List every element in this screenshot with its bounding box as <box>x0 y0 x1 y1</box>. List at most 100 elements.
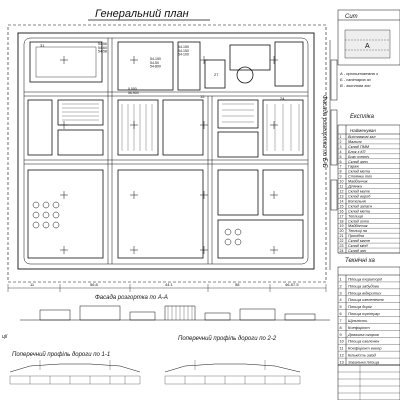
tech-row-label: Площа озеленення <box>348 297 385 302</box>
dim-0: 11 <box>30 282 35 287</box>
explication-row-label: Гараж <box>348 165 359 169</box>
explication-row-number: 18 <box>340 219 344 223</box>
tech-row-label: Площа території <box>348 276 383 281</box>
dimension-line <box>7 284 327 292</box>
fence <box>17 32 315 270</box>
explication-row-label: Майданчик <box>348 180 368 184</box>
tech-row-label: Коефіцієнт викор <box>348 346 382 351</box>
explication-row-number: 10 <box>340 180 344 184</box>
tech-row-label: Довжина огорож <box>347 332 379 337</box>
dim-2: 44.1 <box>165 282 174 287</box>
tech-row-number: 5 <box>340 305 342 309</box>
explication-row-number: 16 <box>340 209 344 213</box>
hatching <box>62 103 300 151</box>
tech-row-number: 3 <box>340 291 342 295</box>
tech-row-label: Площа забудови <box>348 283 380 288</box>
site-boundary <box>7 24 327 283</box>
explication-row-number: 3 <box>340 145 342 149</box>
explication-header: Найменуван <box>350 127 376 133</box>
explication-row-number: 15 <box>340 204 344 208</box>
road-profile-1-label: Поперечний профіль дороги по 1-1 <box>12 351 110 358</box>
explication-row-label: Ділянка <box>347 185 362 189</box>
road-profile-2-label: Поперечний профіль дороги по 2-2 <box>178 335 277 342</box>
explication-row-number: 17 <box>340 214 344 218</box>
explication-row-number: 1 <box>340 135 342 139</box>
label-b1: 31 <box>40 43 45 48</box>
tech-row-label: Площа озеленен <box>348 339 380 344</box>
tech-row-label: Кількість заїзд <box>348 353 377 358</box>
explication-row-number: 2 <box>340 140 342 144</box>
explication-row-label: Склад запасн <box>348 204 373 208</box>
tech-title: Технічні ха <box>345 258 376 264</box>
explication-row-label: Склад зап <box>348 249 367 253</box>
explication-row-label: Майданчик <box>348 224 368 228</box>
tech-row-number: 2 <box>340 284 342 288</box>
facade-bb-label: Фасада розгортка по Б-Б <box>321 95 327 168</box>
explication-row-label: Виставкові зал <box>348 135 376 139</box>
tech-row-number: 13 <box>340 361 344 365</box>
explication-row-number: 9 <box>340 175 342 179</box>
explication-row-number: 24 <box>340 249 344 253</box>
dim-3: 58 <box>235 282 240 287</box>
explication-row-label: Бокс техніч <box>348 155 369 159</box>
legend-item-2: В - житлова зон <box>340 83 371 88</box>
explication-row-label: Склад мета <box>348 170 370 174</box>
explication-row-label: Стоянки тех <box>348 175 373 179</box>
explication-row-number: 21 <box>340 234 344 238</box>
tree-dots <box>32 201 242 246</box>
explication-row-number: 11 <box>340 185 344 189</box>
tech-row-number: 9 <box>340 333 342 337</box>
explication-row-number: 5 <box>340 155 342 159</box>
situation-letter: А <box>365 43 370 50</box>
legend-item-0: А - протипожежна з <box>339 71 378 76</box>
plan-title: Генеральний план <box>95 8 189 20</box>
explication-row-label: Теплиці на <box>348 229 367 233</box>
dim-1: 56.8 <box>90 282 99 287</box>
left-note: ції <box>2 334 8 340</box>
explication-row-label: Котельня <box>348 199 366 203</box>
tech-row-number: 12 <box>340 354 344 358</box>
explication-row-label: Склад мінд <box>348 244 368 248</box>
explication-row-label: Блок з КП <box>348 150 366 154</box>
tech-row-label: Площа відкритих <box>348 290 382 295</box>
facade-aa-label: Фасада розгортка по А-А <box>95 295 168 301</box>
explication-row-number: 7 <box>340 165 342 169</box>
explication-title: Експліка <box>350 114 375 120</box>
dim-labels: 11 56.8 44.1 58 46-57.5 <box>30 282 299 287</box>
explication-row-number: 8 <box>340 170 342 174</box>
explication-row-label: Склад гото <box>348 219 369 223</box>
explication-row-label: Склад вироб <box>348 194 371 198</box>
explication-row-number: 23 <box>340 244 344 248</box>
explication-row-number: 20 <box>340 229 344 233</box>
situation-title: Сит <box>345 14 358 20</box>
tech-row-number: 7 <box>340 319 342 323</box>
buildings <box>27 41 304 259</box>
explication-row-number: 12 <box>340 190 344 194</box>
legend-item-1: Б - санітарна зо <box>340 77 372 82</box>
tech-row-number: 4 <box>340 298 342 302</box>
explication-row-number: 6 <box>340 160 342 164</box>
explication-row-label: Їдальня <box>348 140 361 144</box>
explication-row-label: Склад запч <box>348 160 368 164</box>
explication-row-label: Прохідна <box>348 234 364 238</box>
road-profile-2 <box>164 360 301 385</box>
tech-row-label: Площа тротуар <box>348 311 380 316</box>
tech-rows: 1 Площа території 2 Площа забудови 3 Площа ві… <box>338 276 400 366</box>
tech-row-label: Площа доріг <box>348 304 372 309</box>
explication-row-label: Склад ПММ <box>348 145 370 149</box>
dim-4: 46-57.5 <box>285 282 299 287</box>
explication-row-number: 19 <box>340 224 344 228</box>
explication-row-label: Склад мате <box>348 190 370 194</box>
explication-row-number: 13 <box>340 194 344 198</box>
explication-row-label: Теплиця <box>348 214 363 218</box>
facade-aa <box>20 305 330 321</box>
tech-row-number: 1 <box>340 277 342 281</box>
road-profile-1 <box>9 360 141 385</box>
tech-row-number: 10 <box>340 340 344 344</box>
explication-row-label: Склад мета <box>348 209 370 213</box>
roads <box>23 37 309 265</box>
